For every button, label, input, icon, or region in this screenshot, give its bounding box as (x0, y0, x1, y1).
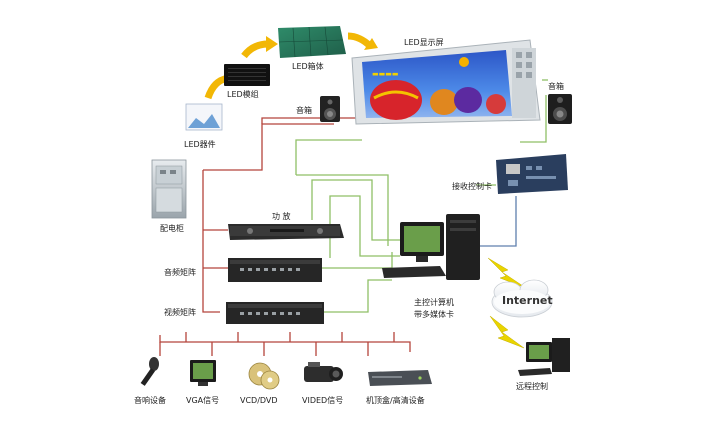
internet-label: Internet (502, 294, 553, 307)
disc-icon (248, 362, 280, 390)
internet-cloud (491, 279, 553, 318)
speaker-left-icon (320, 96, 340, 122)
signal-amp-loop-1 (296, 174, 389, 246)
audio-matrix-label: 音频矩阵 (164, 268, 196, 277)
main-computer-label-1: 主控计算机 (414, 298, 454, 307)
amplifier-icon (228, 224, 344, 240)
net-computer-to-card (480, 196, 517, 247)
speaker-left-label: 音箱 (296, 106, 312, 115)
arrow-module-to-cabinet (241, 40, 269, 59)
amplifier-label: 功 放 (272, 212, 291, 221)
video-signal-label: VIDED信号 (302, 396, 344, 405)
vga-signal-label: VGA信号 (186, 396, 220, 405)
speaker-right-label: 音箱 (548, 82, 564, 91)
led-component-label: LED器件 (184, 140, 216, 149)
power-to-speaker (203, 123, 334, 171)
stb-hd-label: 机顶盒/高清设备 (366, 396, 425, 405)
signal-to-computer (320, 252, 393, 269)
signal-video-to-computer (320, 279, 392, 313)
remote-computer-icon (518, 338, 570, 376)
main-computer-icon (382, 214, 480, 280)
power-to-screen (261, 117, 357, 124)
led-display-screen: ▬▬▬▬ (351, 39, 541, 125)
signal-amp-loop-2 (311, 179, 400, 241)
audio-matrix-icon (228, 258, 322, 282)
led-module-icon (224, 64, 270, 86)
led-component-icon (185, 103, 223, 131)
led-cabinet-icon (278, 26, 346, 58)
signal-screen-left (295, 139, 362, 175)
speaker-right-icon (548, 94, 572, 124)
main-computer-label-2: 带多媒体卡 (414, 310, 454, 319)
microphone-icon (140, 357, 159, 386)
vcd-dvd-label: VCD/DVD (240, 396, 278, 405)
power-trunk (202, 170, 220, 313)
led-display-screen-label: LED显示屏 (404, 38, 444, 47)
vga-monitor-icon (190, 360, 216, 386)
signal-speaker-right-down (520, 95, 547, 143)
network-wiring (480, 196, 517, 247)
bottom-bus (159, 335, 411, 352)
signal-matrix-loop (329, 195, 400, 258)
lightning-bottom (489, 315, 525, 349)
camcorder-icon (304, 362, 343, 382)
audio-device-label: 音响设备 (134, 396, 166, 405)
led-cabinet-label: LED箱体 (292, 62, 324, 71)
signal-wiring (295, 79, 548, 313)
video-matrix-icon (226, 302, 324, 324)
power-wiring (159, 117, 411, 356)
power-cabinet-icon (151, 159, 187, 219)
arrow-cabinet-to-screen (347, 32, 373, 49)
receiver-card-label: 接收控制卡 (452, 182, 492, 191)
power-cabinet-label: 配电柜 (160, 224, 184, 233)
video-matrix-label: 视频矩阵 (164, 308, 196, 317)
remote-control-label: 远程控制 (516, 382, 548, 391)
receiver-card-icon (496, 154, 568, 194)
set-top-box-icon (368, 370, 432, 386)
led-module-label: LED模组 (227, 90, 259, 99)
svg-text:▬▬▬▬: ▬▬▬▬ (372, 70, 398, 78)
